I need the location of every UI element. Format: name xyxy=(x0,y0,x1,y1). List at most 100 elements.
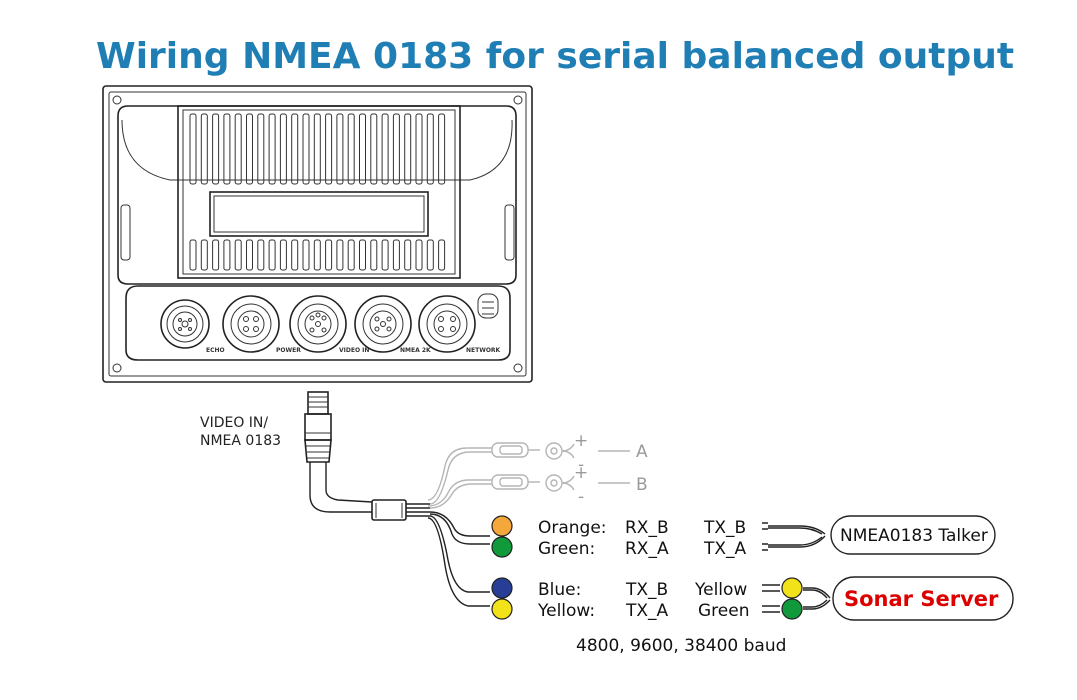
port-power: POWER xyxy=(222,295,301,354)
port-label-echo: ECHO xyxy=(206,347,225,354)
wire-dot-blue xyxy=(491,577,513,599)
port-network: NETWORK xyxy=(418,295,501,354)
server-box xyxy=(832,576,1014,621)
heatsink-fin xyxy=(257,239,265,271)
heatsink-fin xyxy=(279,113,287,185)
page-title: Wiring NMEA 0183 for serial balanced out… xyxy=(96,36,1014,77)
heatsink-fin xyxy=(313,113,321,185)
heatsink-fins-top xyxy=(189,113,446,185)
heatsink-fin xyxy=(426,239,434,271)
heatsink-fin xyxy=(313,239,321,271)
heatsink-fin xyxy=(268,239,276,271)
heatsink-fin xyxy=(404,239,412,271)
target-color-name: Yellow xyxy=(694,580,747,600)
wire-color-name: Yellow: xyxy=(537,601,595,621)
heatsink-fin xyxy=(392,239,400,271)
target-dot-yellow xyxy=(781,577,803,599)
heatsink-fin xyxy=(212,239,220,271)
wire-signal: RX_A xyxy=(625,539,669,559)
video-a-plus: + xyxy=(574,431,588,451)
talker-box xyxy=(830,515,996,555)
video-label-b: B xyxy=(636,475,648,495)
heatsink-fins-bottom xyxy=(189,239,446,271)
port-label-nmea-2k: NMEA 2K xyxy=(400,347,431,354)
video-b-minus: - xyxy=(578,487,584,507)
rca-plug-b: + - B xyxy=(491,463,648,507)
target-color-name: Green xyxy=(698,601,749,621)
heatsink-fin xyxy=(223,113,231,185)
wire-color-name: Blue: xyxy=(538,580,581,600)
heatsink-fin xyxy=(392,113,400,185)
target-signal: TX_A xyxy=(703,539,747,559)
heatsink-fin xyxy=(347,239,355,271)
cable-label-line1: VIDEO IN/ xyxy=(200,415,268,431)
heatsink-fin xyxy=(347,113,355,185)
heatsink-fin xyxy=(279,239,287,271)
display-unit xyxy=(102,85,533,383)
heatsink-fin xyxy=(370,113,378,185)
heatsink-fin xyxy=(302,239,310,271)
heatsink-fin xyxy=(200,113,208,185)
server-connection: Sonar Server xyxy=(762,576,1014,621)
heatsink-fin xyxy=(246,239,253,271)
wire-dot-orange xyxy=(491,515,513,537)
port-echo: ECHO xyxy=(160,299,225,354)
heatsink-fin xyxy=(381,113,389,185)
talker-wires xyxy=(427,511,490,607)
heatsink-fin xyxy=(234,239,242,271)
heatsink-fin xyxy=(336,113,344,185)
heatsink-fin xyxy=(359,239,366,271)
video-wires xyxy=(427,447,492,509)
heatsink-fin xyxy=(189,113,197,185)
main-cable xyxy=(309,462,430,521)
video-a-minus: - xyxy=(578,455,584,475)
talker-row-1: Green: RX_A TX_A xyxy=(491,536,747,559)
heatsink-fin xyxy=(291,239,299,271)
port-label-network: NETWORK xyxy=(466,347,501,354)
cable-label-line2: NMEA 0183 xyxy=(200,433,281,449)
cable-plug xyxy=(304,391,332,463)
port-video-in: VIDEO IN xyxy=(289,295,369,354)
video-label-a: A xyxy=(636,442,648,462)
heatsink-fin xyxy=(426,113,434,185)
heatsink-fin xyxy=(438,239,446,271)
heatsink-fin xyxy=(302,113,310,185)
heatsink-fin xyxy=(336,239,344,271)
baud-note: 4800, 9600, 38400 baud xyxy=(576,636,786,656)
heatsink-fin xyxy=(381,239,389,271)
heatsink-fin xyxy=(438,113,446,185)
heatsink-fin xyxy=(291,113,299,185)
wire-color-name: Orange: xyxy=(538,518,607,538)
video-b-plus: + xyxy=(574,463,588,483)
heatsink-fin xyxy=(200,239,208,271)
wire-dot-green xyxy=(491,536,513,558)
heatsink-fin xyxy=(359,113,366,185)
heatsink-fin xyxy=(370,239,378,271)
heatsink-fin xyxy=(212,113,220,185)
wire-signal: TX_A xyxy=(625,601,669,621)
heatsink-fin xyxy=(246,113,253,185)
heatsink-fin xyxy=(325,239,333,271)
port-label-power: POWER xyxy=(276,347,301,354)
heatsink-fin xyxy=(189,239,197,271)
talker-connection: NMEA0183 Talker xyxy=(762,515,996,555)
heatsink-fin xyxy=(257,113,265,185)
heatsink-fin xyxy=(404,113,412,185)
heatsink-fin xyxy=(223,239,231,271)
rca-plug-a: + - A xyxy=(491,431,648,475)
wire-dot-yellow xyxy=(491,598,513,620)
wire-color-name: Green: xyxy=(538,539,595,559)
heatsink-fin xyxy=(234,113,242,185)
server-box-label: Sonar Server xyxy=(844,587,999,611)
talker-box-label: NMEA0183 Talker xyxy=(840,526,988,546)
server-row-0: Blue: TX_B Yellow xyxy=(491,577,803,600)
target-signal: TX_B xyxy=(703,518,746,538)
heatsink-fin xyxy=(325,113,333,185)
talker-row-0: Orange: RX_B TX_B xyxy=(491,515,746,538)
wire-signal: RX_B xyxy=(625,518,669,538)
wire-signal: TX_B xyxy=(625,580,668,600)
target-dot-green xyxy=(781,598,803,620)
heatsink-fin xyxy=(415,113,423,185)
